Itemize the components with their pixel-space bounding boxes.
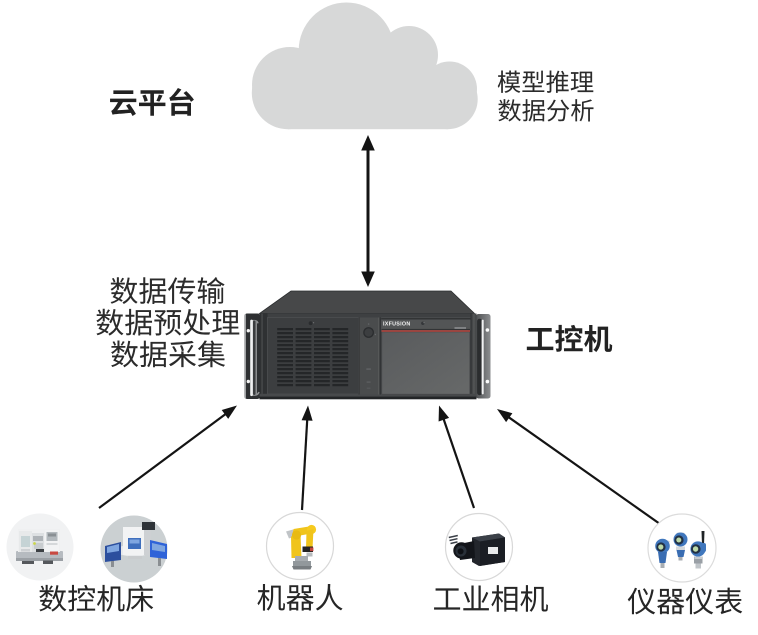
svg-text:IXFUSION: IXFUSION — [383, 322, 410, 328]
